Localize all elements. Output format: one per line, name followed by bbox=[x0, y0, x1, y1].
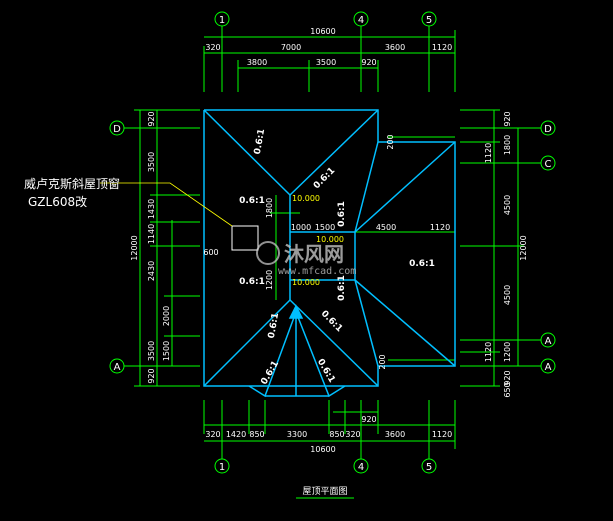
dim-inner-1800: 1800 bbox=[265, 198, 274, 218]
axis-label-a-left: A bbox=[114, 362, 121, 373]
slope-label: 0.6:1 bbox=[267, 312, 281, 339]
dim-inner-600: 600 bbox=[203, 248, 218, 257]
watermark-url: www.mfcad.com bbox=[278, 266, 356, 277]
dim-inner-1000: 1000 bbox=[291, 223, 311, 232]
axis-label-5-bottom: 5 bbox=[426, 462, 432, 473]
dim-right-total: 12000 bbox=[519, 235, 528, 260]
dim-inner-1500: 1500 bbox=[315, 223, 335, 232]
dim-right-920b: 920 bbox=[503, 370, 512, 385]
axis-label-5-top: 5 bbox=[426, 15, 432, 26]
drawing-title: 屋顶平面图 bbox=[302, 486, 347, 497]
axis-label-4-bottom: 4 bbox=[358, 462, 364, 473]
axis-label-a1-right: A bbox=[545, 336, 552, 347]
roof-outline bbox=[203, 109, 456, 398]
skylight-note-title: 威卢克斯斜屋顶窗 bbox=[24, 176, 120, 191]
leader-line bbox=[100, 182, 233, 227]
slope-label: 0.6:1 bbox=[239, 196, 265, 206]
slope-label: 0.6:1 bbox=[337, 275, 347, 301]
axis-label-d-left: D bbox=[113, 124, 121, 135]
dim-top-1120: 1120 bbox=[432, 43, 452, 52]
dim-left-3500: 3500 bbox=[147, 152, 156, 172]
dim-top-total: 10600 bbox=[310, 27, 335, 36]
elevation-label: 10.000 bbox=[292, 278, 320, 287]
dim-top-3500: 3500 bbox=[316, 58, 336, 67]
dim-left-2000: 2000 bbox=[162, 306, 171, 326]
dim-left-3500b: 3500 bbox=[147, 341, 156, 361]
axis-label-1-bottom: 1 bbox=[219, 462, 225, 473]
axis-label-4-top: 4 bbox=[358, 15, 364, 26]
dim-bot-850b: 850 bbox=[329, 430, 344, 439]
watermark: 沐风网 www.mfcad.com bbox=[256, 241, 356, 277]
dim-right-4500b: 4500 bbox=[503, 285, 512, 305]
dim-bot-850a: 850 bbox=[249, 430, 264, 439]
dimension-lines bbox=[124, 26, 541, 459]
dim-left-total: 12000 bbox=[130, 235, 139, 260]
skylight-window bbox=[231, 225, 259, 251]
dim-right-650: 650 bbox=[503, 382, 512, 397]
dim-left-1500: 1500 bbox=[162, 341, 171, 361]
dim-left-2430: 2430 bbox=[147, 261, 156, 281]
dim-right-4500a: 4500 bbox=[503, 195, 512, 215]
dim-inner-4500: 4500 bbox=[376, 223, 396, 232]
dim-top-7000: 7000 bbox=[281, 43, 301, 52]
dim-inner-1120: 1120 bbox=[430, 223, 450, 232]
dim-right-1800: 1800 bbox=[503, 135, 512, 155]
skylight-note-model: GZL608改 bbox=[28, 195, 87, 209]
dim-bot-920: 920 bbox=[361, 415, 376, 424]
elevation-label: 10.000 bbox=[316, 235, 344, 244]
slope-label: 0.6:1 bbox=[409, 259, 435, 269]
dim-right-1120b: 1120 bbox=[484, 342, 493, 362]
dim-left-1140: 1140 bbox=[147, 224, 156, 244]
dim-left-920b: 920 bbox=[147, 368, 156, 383]
elevation-label: 10.000 bbox=[292, 194, 320, 203]
dim-inner-200a: 200 bbox=[386, 134, 395, 149]
dim-top-320: 320 bbox=[205, 43, 220, 52]
axis-label-d-right: D bbox=[544, 124, 552, 135]
dim-inner-1200: 1200 bbox=[265, 270, 274, 290]
dim-bot-3600: 3600 bbox=[385, 430, 405, 439]
axis-label-1-top: 1 bbox=[219, 15, 225, 26]
dim-right-920: 920 bbox=[503, 111, 512, 126]
axis-label-a-right: A bbox=[545, 362, 552, 373]
dim-right-1200: 1200 bbox=[503, 342, 512, 362]
dim-bot-1420: 1420 bbox=[226, 430, 246, 439]
watermark-logo-icon bbox=[256, 241, 280, 265]
dim-bot-3300: 3300 bbox=[287, 430, 307, 439]
axis-label-c-right: C bbox=[545, 159, 552, 170]
dim-right-1120a: 1120 bbox=[484, 143, 493, 163]
dim-left-920a: 920 bbox=[147, 111, 156, 126]
watermark-text: 沐风网 bbox=[284, 242, 344, 266]
dim-bot-320b: 320 bbox=[345, 430, 360, 439]
dim-left-1430: 1430 bbox=[147, 199, 156, 219]
slope-label: 0.6:1 bbox=[253, 128, 267, 155]
dim-bot-320: 320 bbox=[205, 430, 220, 439]
dim-top-3600: 3600 bbox=[385, 43, 405, 52]
dim-inner-200b: 200 bbox=[378, 354, 387, 369]
slope-label: 0.6:1 bbox=[239, 277, 265, 287]
dim-bot-total: 10600 bbox=[310, 445, 335, 454]
dim-top-3800: 3800 bbox=[247, 58, 267, 67]
dim-bot-1120: 1120 bbox=[432, 430, 452, 439]
slope-label: 0.6:1 bbox=[337, 201, 347, 227]
dim-top-920: 920 bbox=[361, 58, 376, 67]
